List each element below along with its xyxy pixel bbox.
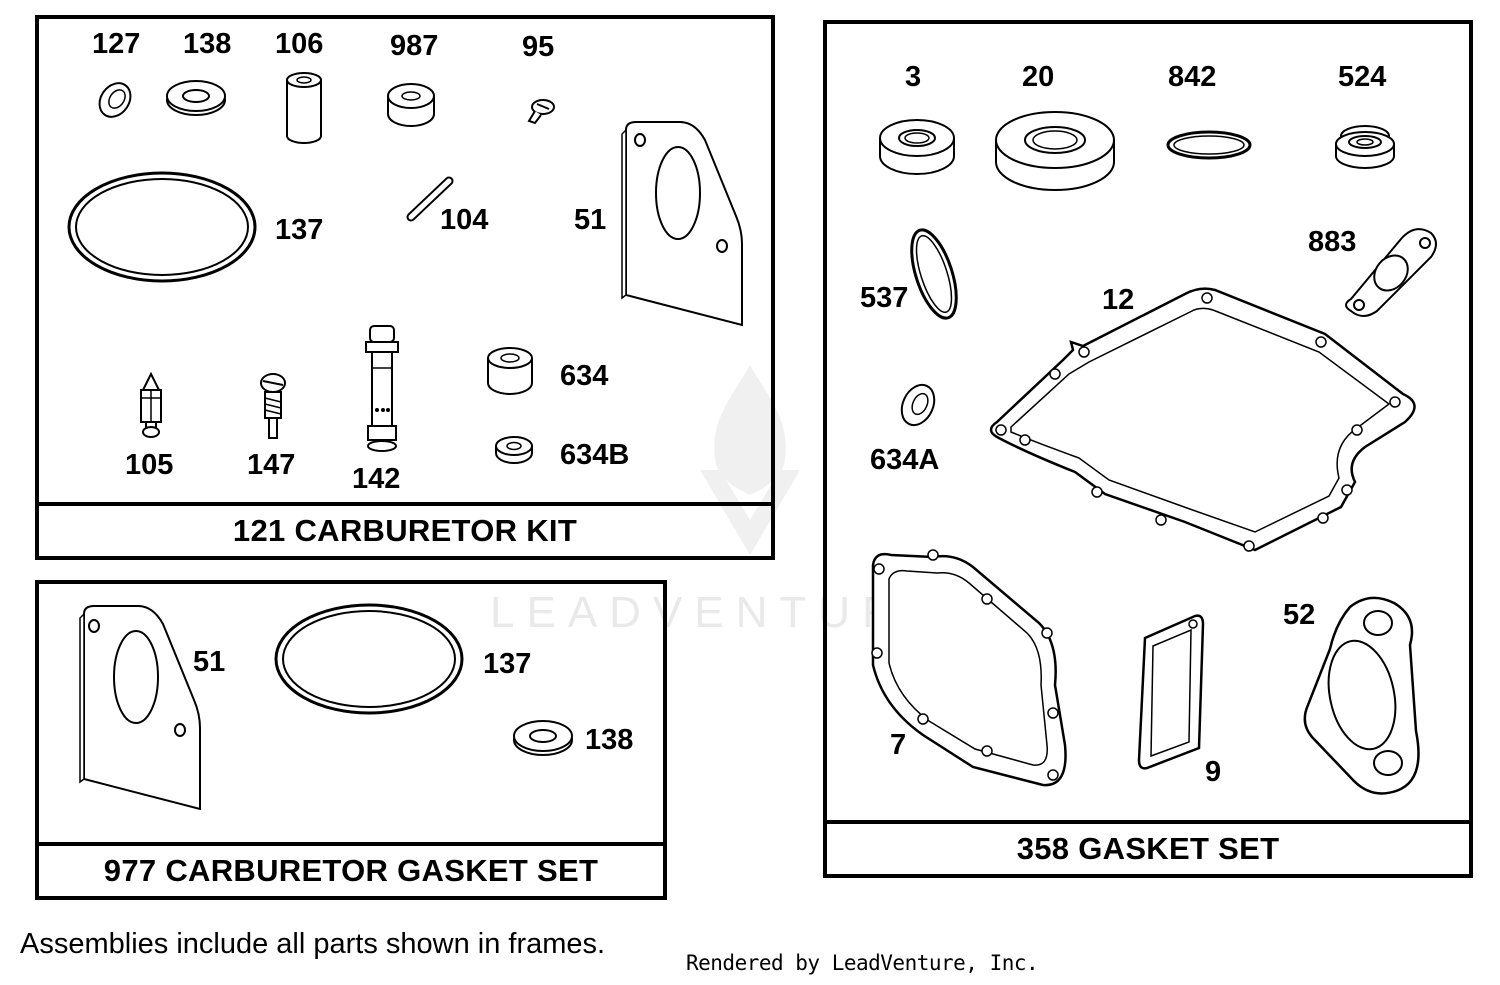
label-842: 842 <box>1168 61 1217 93</box>
label-3: 3 <box>905 61 922 93</box>
part-7-head-gasket-icon <box>863 545 1073 795</box>
label-142: 142 <box>352 463 401 495</box>
part-634b-washer-icon <box>493 433 535 467</box>
part-524-grommet-icon <box>1330 122 1400 172</box>
label-137: 137 <box>275 214 324 246</box>
part-634-spacer-icon <box>485 345 535 397</box>
label-883: 883 <box>1308 226 1357 258</box>
part-3-seal-icon <box>877 116 957 178</box>
part-127-washer-icon <box>95 80 137 120</box>
part-142-emulsion-tube-icon <box>362 322 402 454</box>
part-883-gasket-icon <box>1343 225 1441 317</box>
part-95-screw-icon <box>525 95 557 127</box>
label-51: 51 <box>193 646 226 678</box>
part-51-gasket-icon <box>78 602 203 812</box>
label-147: 147 <box>247 449 296 481</box>
label-987: 987 <box>390 30 439 62</box>
part-537-o-ring-icon <box>905 225 963 323</box>
carburetor-gasket-set-frame: 977 CARBURETOR GASKET SET <box>35 580 667 900</box>
label-20: 20 <box>1022 61 1055 93</box>
label-138: 138 <box>585 724 634 756</box>
carburetor-gasket-set-title: 977 CARBURETOR GASKET SET <box>39 842 663 896</box>
watermark-text: LEADVENTURE <box>490 588 948 637</box>
label-537: 537 <box>860 282 909 314</box>
render-credit: Rendered by LeadVenture, Inc. <box>686 951 1039 975</box>
assemblies-note: Assemblies include all parts shown in fr… <box>20 928 606 960</box>
part-137-o-ring-icon <box>65 168 259 286</box>
label-7: 7 <box>890 729 907 761</box>
part-147-screw-icon <box>255 372 291 442</box>
label-138: 138 <box>183 28 232 60</box>
part-104-pin-icon <box>405 175 455 223</box>
label-524: 524 <box>1338 61 1387 93</box>
part-20-seal-icon <box>993 108 1117 194</box>
part-12-crankcase-gasket-icon <box>985 282 1430 560</box>
label-12: 12 <box>1102 284 1135 316</box>
part-842-o-ring-icon <box>1165 128 1253 162</box>
gasket-set-frame: 358 GASKET SET <box>823 20 1473 878</box>
part-137-o-ring-icon <box>272 600 466 718</box>
part-987-spacer-icon <box>385 80 437 130</box>
carburetor-kit-frame: 121 CARBURETOR KIT <box>35 15 775 560</box>
label-9: 9 <box>1205 756 1222 788</box>
label-95: 95 <box>522 31 555 63</box>
part-51-gasket-icon <box>620 118 745 328</box>
gasket-set-title: 358 GASKET SET <box>827 820 1469 874</box>
part-106-bushing-icon <box>283 68 325 146</box>
carburetor-kit-title: 121 CARBURETOR KIT <box>39 502 771 556</box>
label-127: 127 <box>92 28 141 60</box>
label-106: 106 <box>275 28 324 60</box>
part-634a-washer-icon <box>895 380 941 430</box>
watermark-logo-icon <box>700 365 800 555</box>
label-137: 137 <box>483 648 532 680</box>
part-52-gasket-icon <box>1300 595 1422 795</box>
label-634: 634 <box>560 360 609 392</box>
part-9-gasket-icon <box>1133 608 1207 772</box>
label-105: 105 <box>125 449 174 481</box>
label-634a: 634A <box>870 444 940 476</box>
label-51: 51 <box>574 204 607 236</box>
part-105-needle-icon <box>135 372 167 440</box>
part-138-washer-icon <box>165 78 227 118</box>
label-104: 104 <box>440 204 489 236</box>
label-634b: 634B <box>560 439 630 471</box>
label-52: 52 <box>1283 599 1316 631</box>
part-138-washer-icon <box>512 718 574 758</box>
